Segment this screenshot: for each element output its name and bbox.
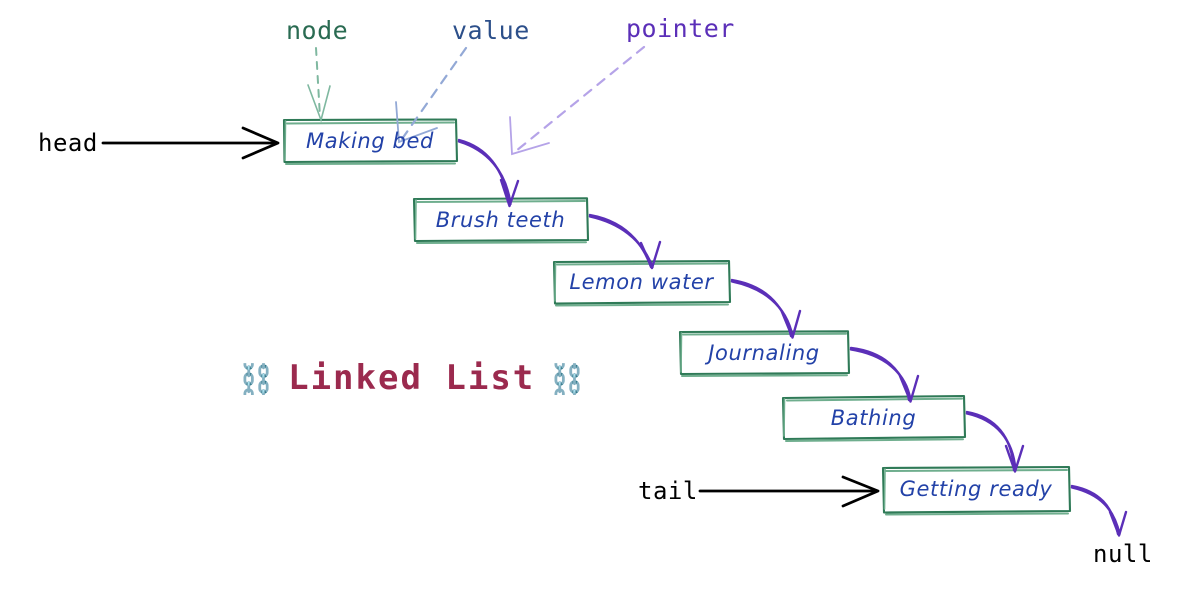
link-arrow-4-5 xyxy=(849,346,920,403)
annotation-label-value: value xyxy=(452,16,530,45)
link-arrow-1-2 xyxy=(457,138,520,208)
node-box-2[interactable] xyxy=(412,197,590,244)
node-box-group xyxy=(282,118,1072,516)
null-label: null xyxy=(1093,540,1153,568)
annotation-leader-pointer xyxy=(509,45,646,156)
node-value-4: Journaling xyxy=(708,341,820,365)
link-arrow-6-null xyxy=(1070,484,1128,537)
node-box-1[interactable] xyxy=(282,118,459,165)
node-box-5[interactable] xyxy=(781,394,967,442)
annotation-leader-value xyxy=(395,46,468,144)
link-arrow-2-3 xyxy=(588,213,662,270)
tail-label: tail xyxy=(638,477,698,505)
node-value-6: Getting ready xyxy=(899,477,1053,501)
chains-icon-right: ⛓️ xyxy=(549,362,586,396)
node-value-3: Lemon water xyxy=(569,270,714,294)
annotation-label-pointer: pointer xyxy=(626,14,735,43)
node-box-6[interactable] xyxy=(881,465,1072,516)
head-arrow xyxy=(101,126,280,160)
node-value-5: Bathing xyxy=(830,406,917,430)
node-value-1: Making bed xyxy=(306,129,434,153)
chains-icon-left: ⛓️ xyxy=(238,362,275,396)
link-arrow-5-6 xyxy=(965,410,1025,473)
annotation-leader-group xyxy=(307,45,646,156)
reference-arrow-group xyxy=(101,126,880,508)
link-arrow-group xyxy=(457,138,1128,537)
node-box-3[interactable] xyxy=(552,259,732,307)
diagram-title: ⛓️ Linked List ⛓️ xyxy=(238,358,585,398)
annotation-leader-node xyxy=(307,47,331,123)
diagram-title-text: Linked List xyxy=(288,358,536,398)
node-value-2: Brush teeth xyxy=(435,208,566,232)
tail-arrow xyxy=(698,475,880,508)
annotation-label-node: node xyxy=(286,16,349,45)
link-arrow-3-4 xyxy=(730,278,802,339)
node-box-4[interactable] xyxy=(678,330,851,377)
head-label: head xyxy=(38,129,98,157)
